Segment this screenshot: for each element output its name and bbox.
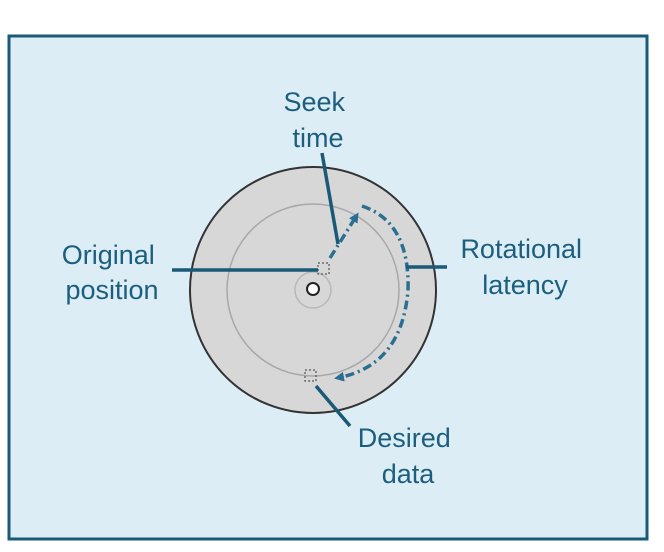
- rotational-latency-label-line-1: Rotational: [460, 234, 582, 264]
- desired-data-label: Desired data: [358, 423, 459, 489]
- rotational-latency-arrow: [334, 204, 410, 382]
- rotational-latency-label-line-2: latency: [482, 270, 568, 300]
- seek-arrow: [328, 212, 359, 259]
- rotational-latency-label: Rotational latency: [460, 234, 589, 300]
- seek-time-leader: [320, 152, 340, 245]
- original-position-marker: [317, 262, 330, 275]
- seek-time-label-line-1: Seek: [283, 87, 345, 117]
- track-circle: [226, 203, 400, 377]
- seek-time-label: Seek time: [283, 87, 352, 153]
- desired-data-leader: [314, 384, 352, 428]
- original-position-label-line-2: position: [65, 275, 158, 305]
- spindle-ring: [294, 271, 332, 309]
- original-position-label-line-1: Original: [62, 240, 155, 270]
- spindle-hole: [306, 282, 320, 296]
- desired-data-label-line-1: Desired: [358, 423, 451, 453]
- desired-data-marker: [304, 369, 317, 382]
- original-position-label: Original position: [62, 240, 163, 305]
- desired-data-label-line-2: data: [382, 459, 436, 489]
- seek-time-label-line-2: time: [292, 123, 343, 153]
